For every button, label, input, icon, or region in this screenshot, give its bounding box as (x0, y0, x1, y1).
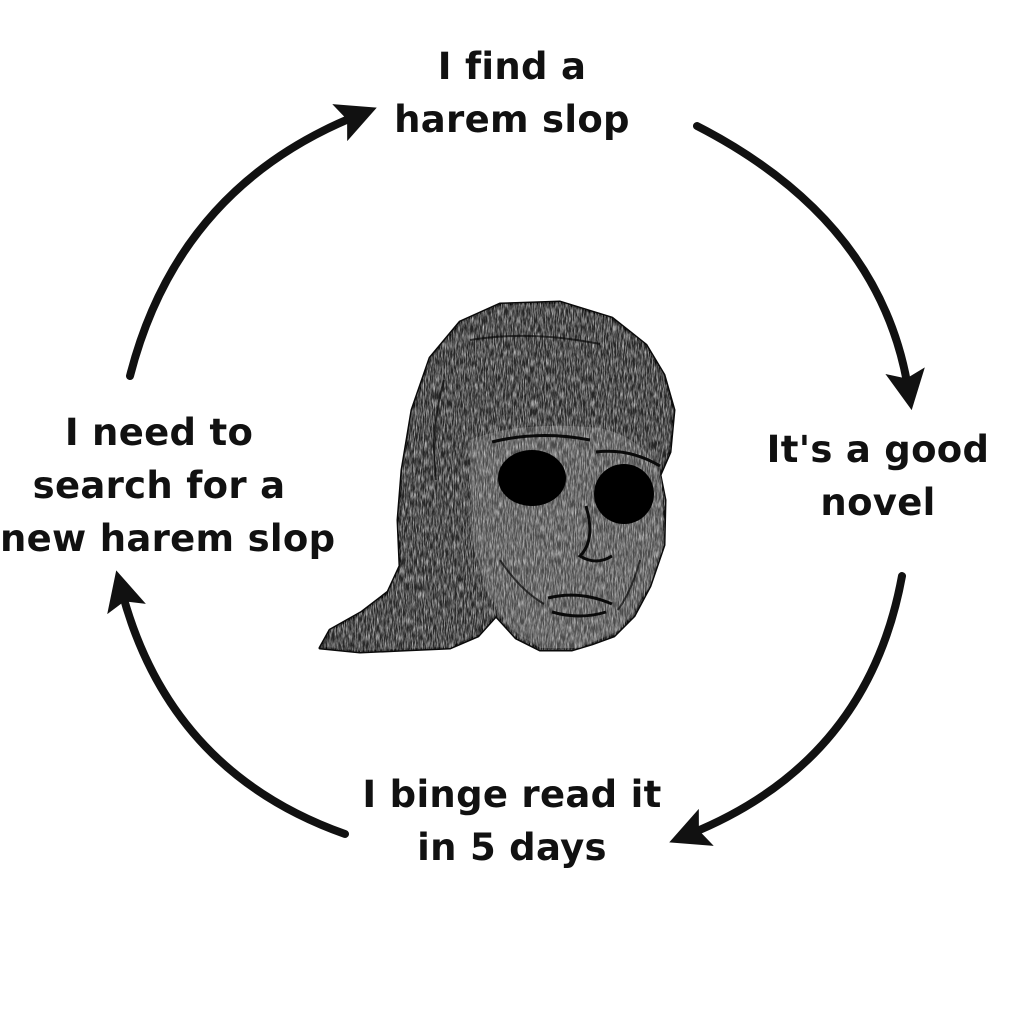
wrinkles (433, 334, 641, 611)
arrow-bottom-to-left (107, 570, 349, 838)
step-line: harem slop (394, 98, 630, 141)
wojak-face-image (318, 300, 676, 654)
step-line: new harem slop (0, 517, 336, 560)
mouth (547, 593, 613, 618)
arrow-top-to-right (693, 122, 925, 411)
step-line: in 5 days (417, 826, 607, 869)
step-line: It's a good (766, 428, 990, 471)
left-eye (498, 450, 566, 506)
step-find-harem-slop: I find a harem slop (362, 40, 662, 146)
arrow-left-to-top (126, 104, 377, 380)
step-line: I find a (437, 45, 587, 88)
step-binge-read: I binge read it in 5 days (338, 768, 686, 874)
right-eye (594, 464, 654, 524)
nose (577, 505, 613, 563)
step-line: search for a (32, 464, 286, 507)
step-line: I need to (64, 411, 254, 454)
face-texture (320, 302, 674, 652)
step-line: novel (820, 481, 936, 524)
brow-lines (491, 434, 661, 468)
step-search-new-slop: I need to search for a new harem slop (0, 406, 336, 565)
step-good-novel: It's a good novel (748, 423, 1008, 529)
step-line: I binge read it (362, 773, 662, 816)
arrow-right-to-bottom (669, 572, 906, 846)
